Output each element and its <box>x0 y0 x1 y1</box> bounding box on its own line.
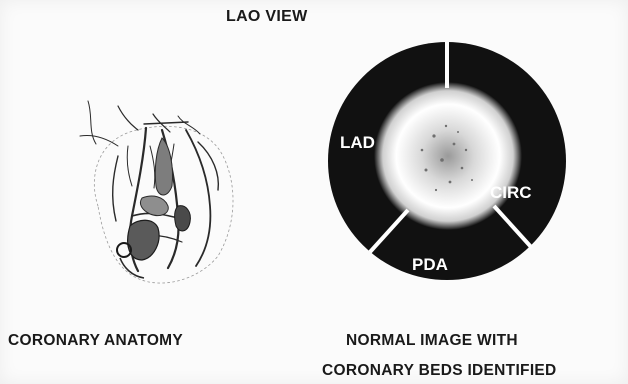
right-caption-line2: CORONARY BEDS IDENTIFIED <box>322 362 557 380</box>
perfusion-polar-map: LAD CIRC PDA <box>326 40 568 282</box>
view-title: LAO VIEW <box>226 8 308 26</box>
segment-label-circ: CIRC <box>490 183 532 202</box>
segment-label-pda: PDA <box>412 255 448 274</box>
perfusion-uptake-region <box>374 82 522 230</box>
right-caption-line1: NORMAL IMAGE WITH <box>346 332 518 350</box>
coronary-anatomy-illustration <box>58 86 258 296</box>
left-caption: CORONARY ANATOMY <box>8 332 183 350</box>
segment-label-lad: LAD <box>340 133 375 152</box>
